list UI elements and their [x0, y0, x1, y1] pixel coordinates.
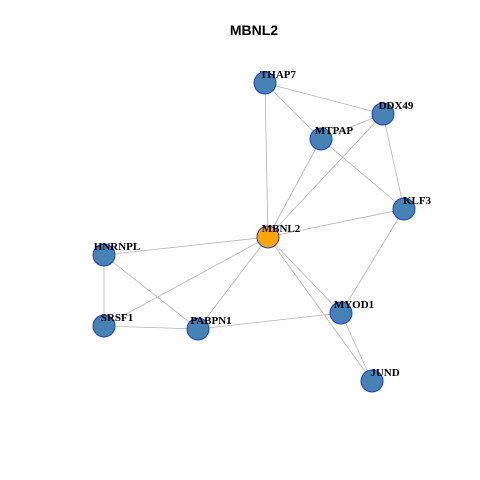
edge-pabpn1-myod1 [197, 312, 342, 330]
node-label-thap7: THAP7 [260, 69, 297, 81]
edge-mtpap-mbnl2 [267, 138, 322, 238]
node-pabpn1[interactable] [186, 317, 210, 341]
edge-mtpap-klf3 [320, 138, 405, 210]
edge-mbnl2-pabpn1 [197, 236, 269, 330]
node-mbnl2[interactable] [256, 225, 280, 249]
edge-mbnl2-hnrnpl [103, 236, 269, 256]
node-thap7[interactable] [253, 71, 277, 95]
edge-ddx49-klf3 [382, 113, 405, 210]
edge-mbnl2-myod1 [267, 236, 342, 314]
node-jund[interactable] [360, 369, 384, 393]
node-label-klf3: KLF3 [403, 195, 432, 207]
edge-mbnl2-jund [267, 236, 373, 382]
node-hnrnpl[interactable] [92, 243, 116, 267]
node-ddx49[interactable] [371, 102, 395, 126]
edge-thap7-ddx49 [264, 82, 384, 115]
edge-klf3-mbnl2 [267, 208, 405, 238]
node-label-srsf1: SRSF1 [101, 312, 133, 324]
edge-srsf1-pabpn1 [103, 325, 199, 330]
node-label-mbnl2: MBNL2 [262, 223, 301, 235]
edge-myod1-jund [340, 312, 373, 382]
edge-hnrnpl-pabpn1 [103, 254, 199, 330]
graph-title: MBNL2 [230, 22, 278, 38]
edges-layer [103, 82, 405, 382]
node-mtpap[interactable] [309, 127, 333, 151]
node-label-hnrnpl: HNRNPL [94, 241, 140, 253]
node-label-mtpap: MTPAP [315, 125, 354, 137]
node-label-myod1: MYOD1 [334, 299, 374, 311]
edge-thap7-mbnl2 [264, 82, 269, 238]
edge-thap7-mtpap [264, 82, 322, 140]
edge-mbnl2-srsf1 [103, 236, 269, 327]
node-myod1[interactable] [329, 301, 353, 325]
edge-klf3-myod1 [340, 208, 405, 314]
node-label-jund: JUND [370, 367, 399, 379]
node-label-pabpn1: PABPN1 [190, 315, 231, 327]
node-klf3[interactable] [392, 197, 416, 221]
node-label-ddx49: DDX49 [379, 100, 414, 112]
edge-ddx49-mbnl2 [267, 113, 384, 238]
node-srsf1[interactable] [92, 314, 116, 338]
